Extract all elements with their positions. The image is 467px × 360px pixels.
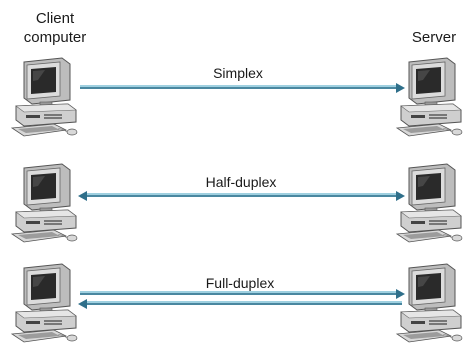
server-computer-icon bbox=[396, 163, 463, 243]
half-duplex-arrowhead-right-icon bbox=[396, 191, 405, 201]
simplex-label: Simplex bbox=[213, 65, 263, 81]
client-computer-icon bbox=[11, 263, 78, 343]
simplex-row: Simplex bbox=[11, 57, 463, 137]
half-duplex-arrowhead-left-icon bbox=[78, 191, 87, 201]
client-computer-icon bbox=[11, 57, 78, 137]
full-duplex-arrowhead-left-icon bbox=[78, 299, 87, 309]
server-header: Server bbox=[412, 29, 456, 46]
server-computer-icon bbox=[396, 57, 463, 137]
full-duplex-label: Full-duplex bbox=[206, 275, 274, 291]
client-computer-icon bbox=[11, 163, 78, 243]
half-duplex-row: Half-duplex bbox=[11, 163, 463, 243]
server-computer-icon bbox=[396, 263, 463, 343]
full-duplex-arrowhead-right-icon bbox=[396, 289, 405, 299]
client-computer-header-line2: computer bbox=[24, 29, 87, 46]
full-duplex-row: Full-duplex bbox=[11, 263, 463, 343]
half-duplex-label: Half-duplex bbox=[206, 174, 277, 190]
client-computer-header-line1: Client bbox=[36, 10, 75, 27]
simplex-arrowhead-right-icon bbox=[396, 83, 405, 93]
